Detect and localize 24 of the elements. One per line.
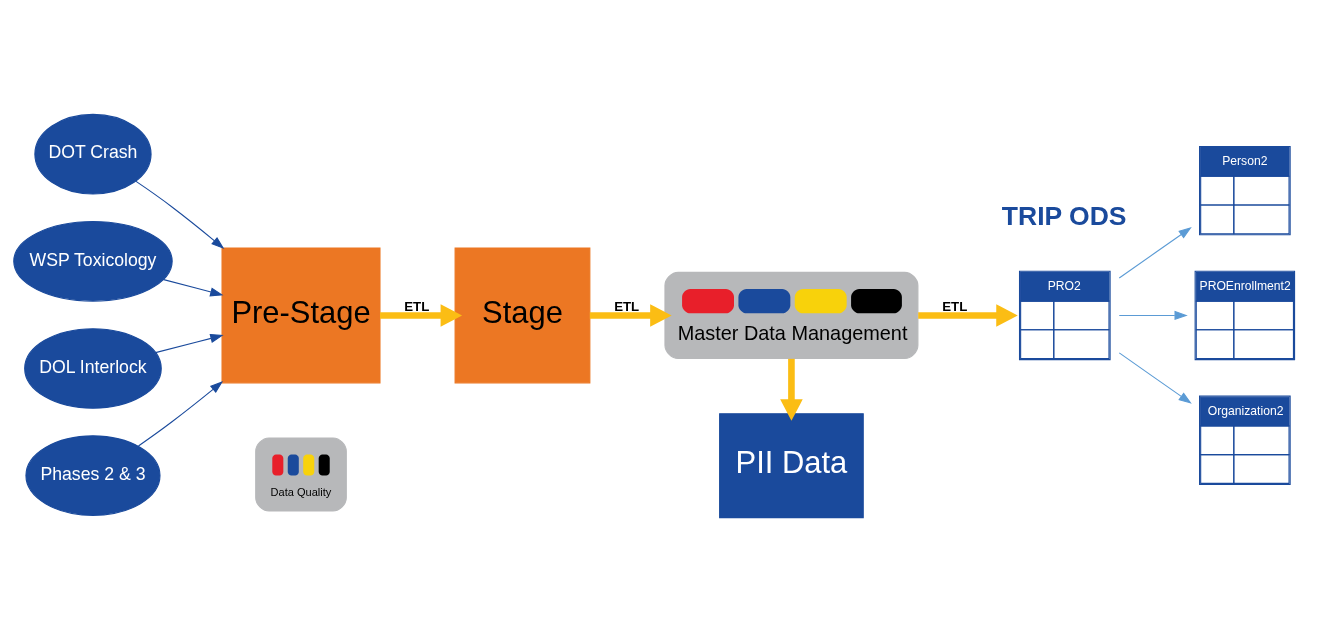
arrow — [1118, 310, 1188, 320]
arrow — [1118, 351, 1192, 404]
arrow — [137, 380, 224, 446]
arrow — [380, 303, 463, 327]
node-box: Stage — [454, 247, 591, 383]
arrow — [780, 358, 803, 421]
node-box: Pre-Stage — [221, 247, 381, 383]
arrow — [1118, 226, 1192, 279]
arrow — [589, 303, 672, 327]
arrow — [155, 333, 224, 353]
arrow — [918, 303, 1018, 327]
arrow — [135, 180, 225, 249]
node-box: Data Quality — [255, 437, 347, 511]
edge-label: ETL — [942, 298, 968, 314]
label: TRIP ODS — [1001, 200, 1127, 231]
node-ellipse: DOL Interlock — [24, 327, 162, 409]
node-ellipse: DOT Crash — [34, 113, 152, 194]
edge-label: ETL — [404, 298, 430, 314]
edge-label: ETL — [614, 298, 640, 314]
node-box: Master Data Management — [664, 271, 919, 359]
node-ellipse: WSP Toxicology — [13, 220, 173, 302]
node-ellipse: Phases 2 & 3 — [25, 434, 161, 516]
node-box: PII Data — [719, 412, 864, 518]
arrow — [163, 278, 224, 296]
